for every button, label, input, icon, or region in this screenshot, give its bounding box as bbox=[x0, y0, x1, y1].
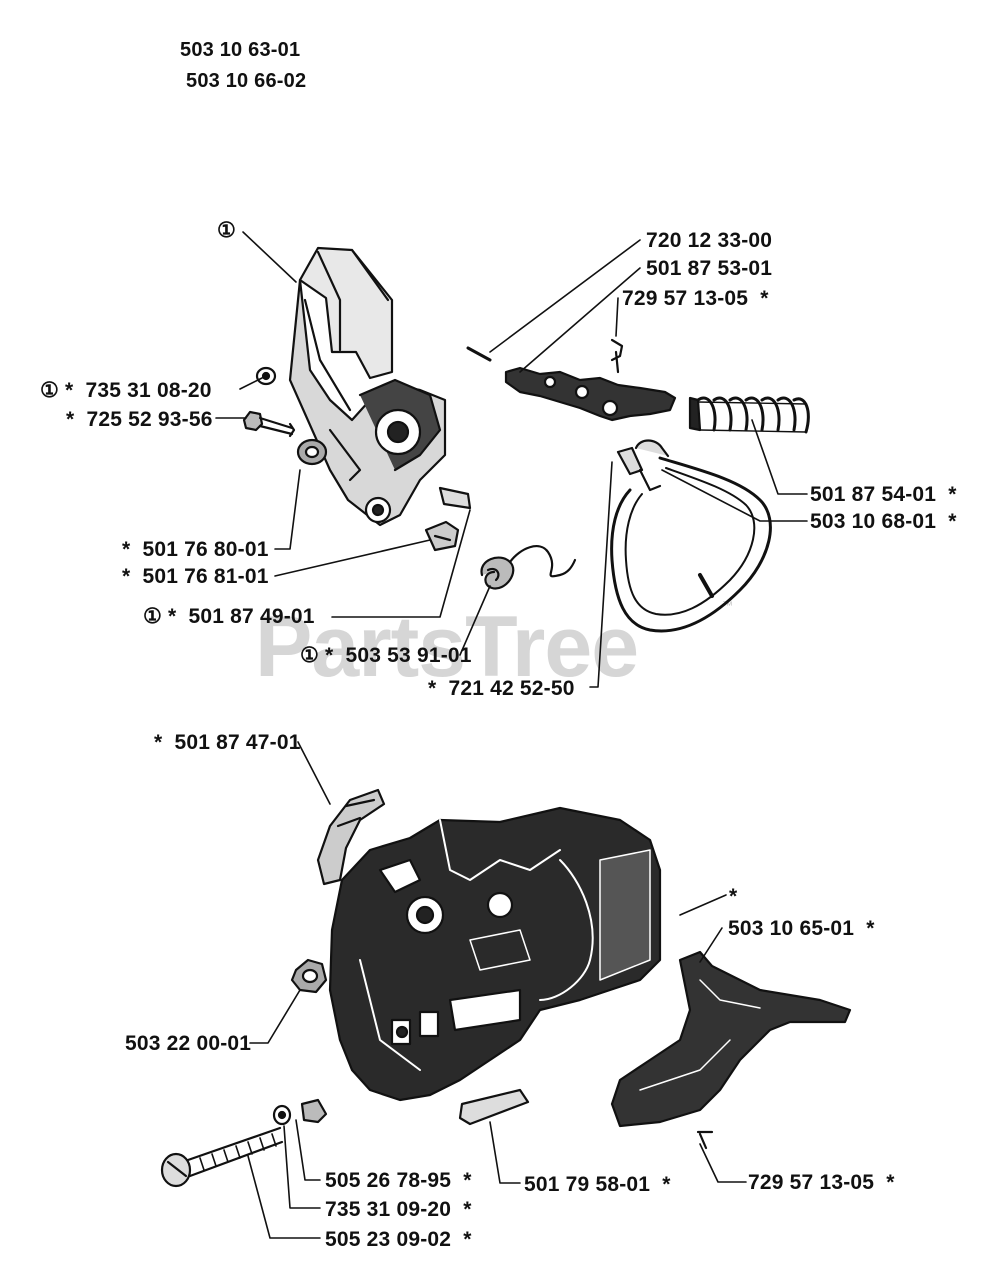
callout-729-57-13-05-top: 729 57 13-05 * bbox=[622, 287, 769, 310]
bar-nut bbox=[290, 958, 328, 994]
clutch-cover-housing bbox=[328, 806, 662, 1102]
callout-503-22-00-01: 503 22 00-01 bbox=[125, 1032, 252, 1055]
model-number-line-1: 503 10 63-01 bbox=[180, 39, 301, 61]
model-number-line-2: 503 10 66-02 bbox=[186, 70, 307, 92]
tensioner-screw bbox=[160, 1098, 328, 1188]
callout-735-31-09-20: 735 31 09-20 * bbox=[325, 1198, 472, 1221]
callout-501-76-81-01: * 501 76 81-01 bbox=[122, 565, 269, 588]
chain-tensioner-plate bbox=[316, 788, 386, 886]
callout-503-10-68-01: 503 10 68-01 * bbox=[810, 510, 957, 533]
brake-band bbox=[610, 439, 772, 633]
callout-501-87-53-01: 501 87 53-01 bbox=[646, 257, 773, 280]
brake-lever-assembly bbox=[466, 338, 677, 422]
chain-guide-plate bbox=[458, 1088, 530, 1126]
leader-lines bbox=[215, 231, 808, 1239]
watermark: PartsTree bbox=[255, 599, 639, 695]
callout-503-53-91-01: ① * 503 53 91-01 bbox=[300, 644, 472, 667]
callout-720-12-33-00: 720 12 33-00 bbox=[646, 229, 773, 252]
callout-503-10-65-01: 503 10 65-01 * bbox=[728, 917, 875, 940]
callout-501-87-49-01: ① * 501 87 49-01 bbox=[143, 605, 315, 628]
coil-spring bbox=[688, 396, 810, 434]
callout-735-31-08-20: ① * 735 31 08-20 bbox=[40, 379, 212, 402]
callout-721-42-52-50: * 721 42 52-50 bbox=[428, 677, 575, 700]
spring-part bbox=[480, 545, 577, 590]
callout-725-52-93-56: * 725 52 93-56 bbox=[66, 408, 213, 431]
callout-505-23-09-02: 505 23 09-02 * bbox=[325, 1228, 472, 1251]
callout-501-76-80-01: * 501 76 80-01 bbox=[122, 538, 269, 561]
callout-729-57-13-05-bottom: 729 57 13-05 * bbox=[748, 1171, 895, 1194]
callout-handle-marker: ① bbox=[217, 219, 237, 242]
callout-501-87-47-01: * 501 87 47-01 bbox=[154, 731, 301, 754]
callout-501-87-54-01: 501 87 54-01 * bbox=[810, 483, 957, 506]
chain-brake-handle bbox=[288, 246, 447, 527]
trademark-mark: ™ bbox=[722, 600, 733, 612]
callout-505-26-78-95: 505 26 78-95 * bbox=[325, 1169, 472, 1192]
side-cover-plate bbox=[610, 950, 852, 1150]
callout-501-79-58-01: 501 79 58-01 * bbox=[524, 1173, 671, 1196]
handle-fasteners bbox=[242, 366, 472, 552]
callout-housing-asterisk: * bbox=[729, 885, 738, 908]
